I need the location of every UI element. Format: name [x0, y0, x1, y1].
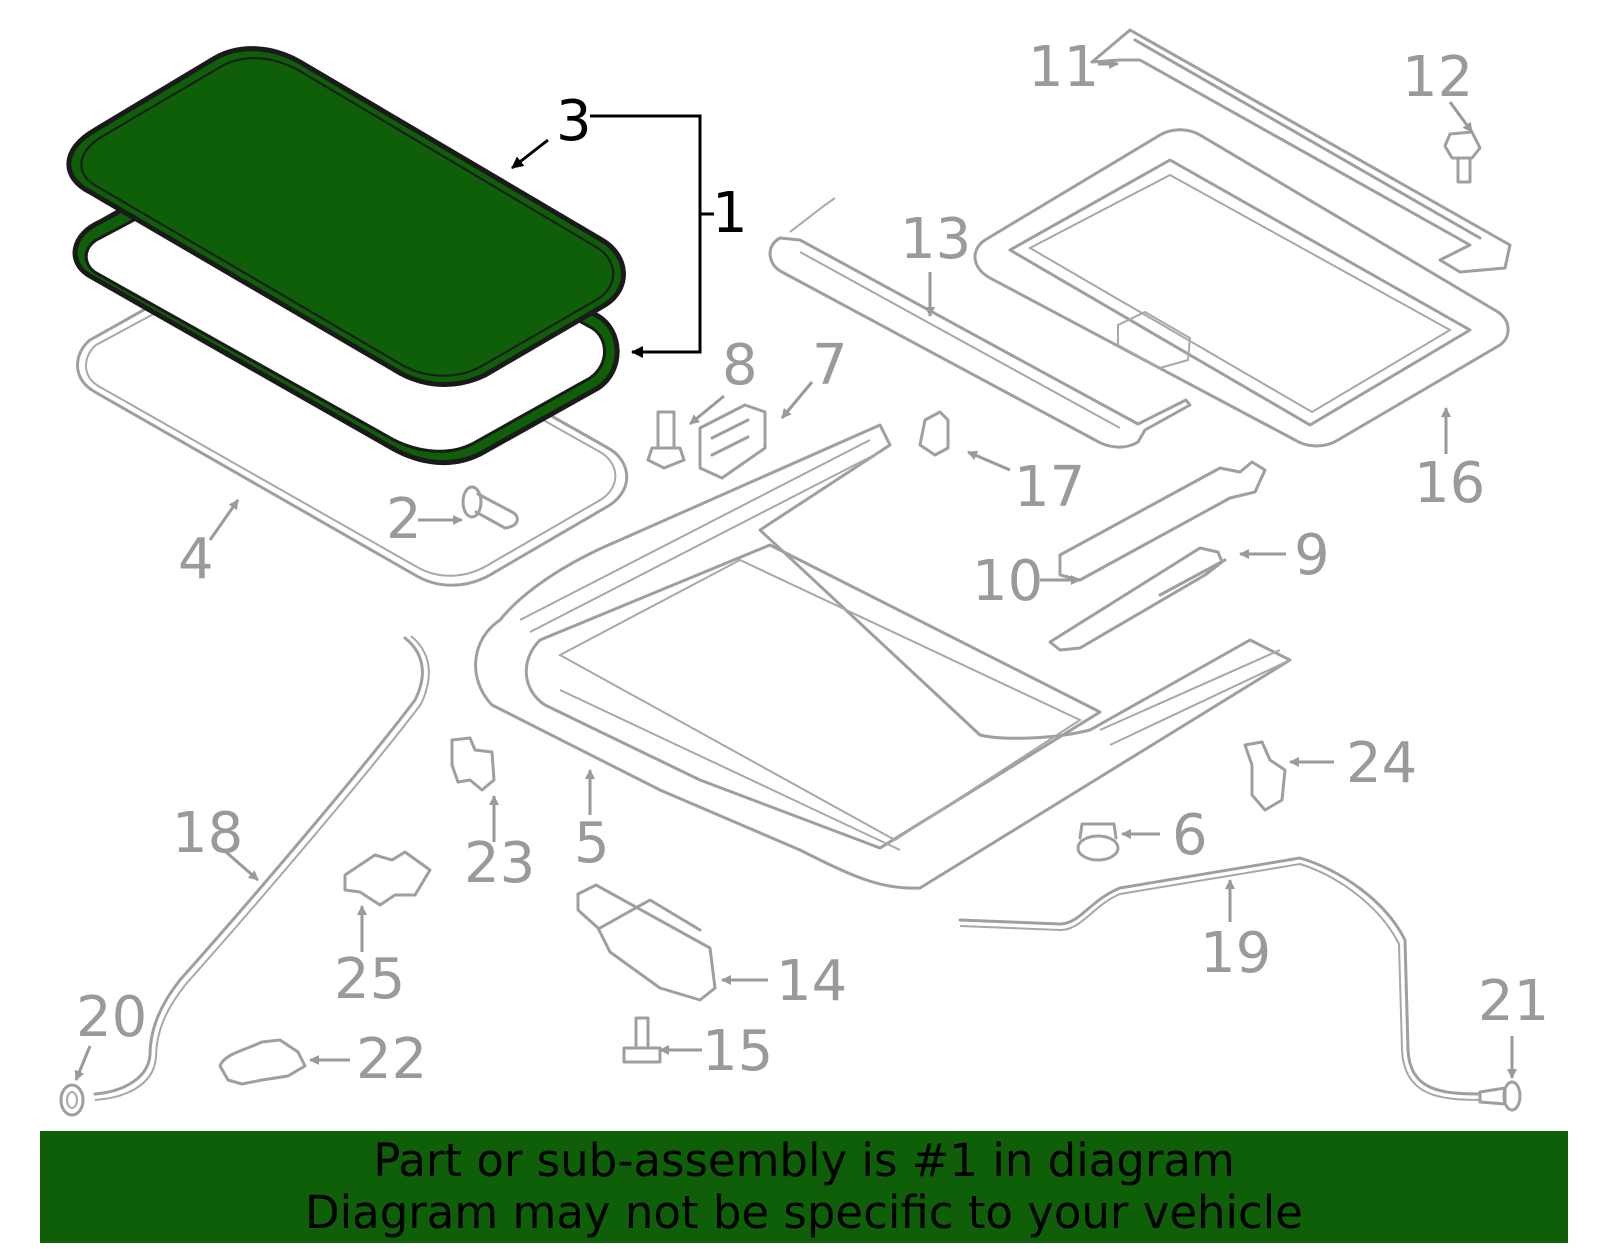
part-12-bolt: [1443, 130, 1482, 184]
part-14-motor: [576, 883, 717, 1002]
callout-20: 20: [76, 985, 147, 1050]
banner-line-disclaimer: Diagram may not be specific to your vehi…: [305, 1186, 1303, 1239]
callout-12: 12: [1402, 45, 1473, 110]
callout-22: 22: [356, 1027, 427, 1092]
part-11-rear-rail: [1090, 28, 1512, 274]
part-9-link: [1048, 546, 1227, 652]
callout-1: 1: [712, 181, 748, 246]
leader-4: [208, 499, 240, 541]
callout-8: 8: [722, 333, 758, 398]
leader-12: [1448, 101, 1474, 133]
callout-10: 10: [972, 549, 1043, 614]
part-16-cassette: [973, 128, 1510, 448]
disclaimer-banner: Part or sub-assembly is #1 in diagram Di…: [40, 1131, 1568, 1243]
callout-4: 4: [178, 527, 214, 592]
banner-line-part-number: Part or sub-assembly is #1 in diagram: [373, 1134, 1235, 1187]
part-2-bolt: [461, 485, 519, 530]
callout-6: 6: [1172, 803, 1208, 868]
part-23-clip: [450, 736, 496, 792]
part-25-bracket: [343, 850, 432, 907]
callout-21: 21: [1478, 969, 1549, 1034]
part-10-link: [1058, 460, 1267, 582]
bracket-1: [590, 114, 702, 358]
callout-19: 19: [1200, 921, 1271, 986]
callout-18: 18: [172, 801, 243, 866]
part-18-drain-hose-inner: [94, 635, 430, 1101]
leader-20: [74, 1045, 92, 1081]
callout-2: 2: [386, 487, 422, 552]
callout-7: 7: [812, 333, 848, 398]
callout-23: 23: [464, 831, 535, 896]
part-19-drain-hose-inner: [959, 862, 1481, 1101]
callout-17: 17: [1014, 455, 1085, 520]
callout-5: 5: [574, 811, 610, 876]
leader-18: [225, 850, 259, 882]
part-15-bolt: [622, 1016, 662, 1064]
callout-9: 9: [1294, 523, 1330, 588]
callout-11: 11: [1028, 35, 1099, 100]
part-5-sunroof-frame: [474, 423, 1292, 890]
part-24-bracket: [1243, 740, 1287, 812]
callout-15: 15: [702, 1019, 773, 1084]
leader-8: [689, 394, 725, 426]
callout-25: 25: [334, 947, 405, 1012]
callout-3: 3: [556, 89, 592, 154]
part-3-glass-top-edge: [80, 57, 615, 377]
part-17-clip: [918, 410, 950, 457]
callout-13: 13: [900, 207, 971, 272]
callout-14: 14: [776, 949, 847, 1014]
part-18-drain-hose: [93, 636, 424, 1096]
part-22-bracket: [218, 1038, 307, 1086]
leader-7: [780, 381, 814, 419]
part-3-glass-top: [66, 46, 626, 387]
leader-3: [511, 138, 549, 170]
part-8-bolt: [646, 410, 686, 470]
part-6-grommet: [1076, 822, 1120, 862]
part-7-bracket: [698, 403, 767, 480]
callout-24: 24: [1346, 731, 1417, 796]
leader-17: [967, 450, 1011, 472]
part-20-grommet: [59, 1083, 85, 1117]
part-21-clip: [1478, 1080, 1522, 1112]
part-13-deflector: [768, 197, 1192, 449]
callout-16: 16: [1414, 451, 1485, 516]
part-19-drain-hose: [958, 856, 1482, 1096]
